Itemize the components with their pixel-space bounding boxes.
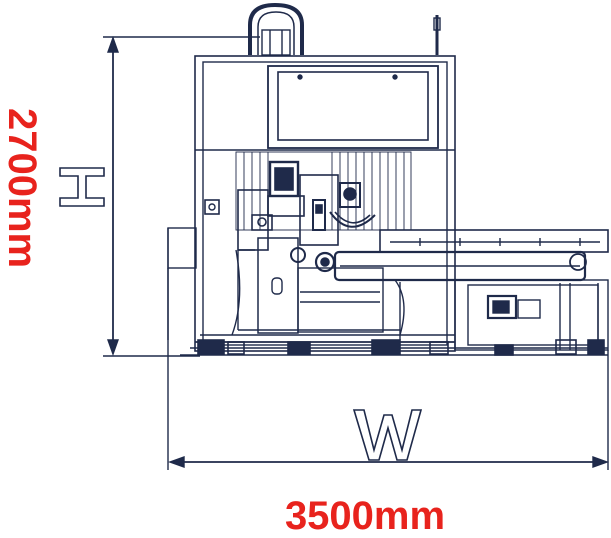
height-dimension-line [103, 35, 260, 357]
left-housing [167, 227, 197, 340]
height-letter [59, 167, 105, 207]
height-value: 2700mm [0, 108, 44, 269]
base-feet [180, 339, 608, 356]
cable-carrier [248, 2, 304, 56]
conveyor [333, 229, 609, 351]
main-cabinet [194, 55, 456, 352]
width-dimension-line [167, 228, 610, 470]
width-letter [352, 409, 423, 461]
width-value: 3500mm [284, 494, 446, 538]
control-knob [204, 199, 220, 215]
signal-post [433, 15, 441, 55]
